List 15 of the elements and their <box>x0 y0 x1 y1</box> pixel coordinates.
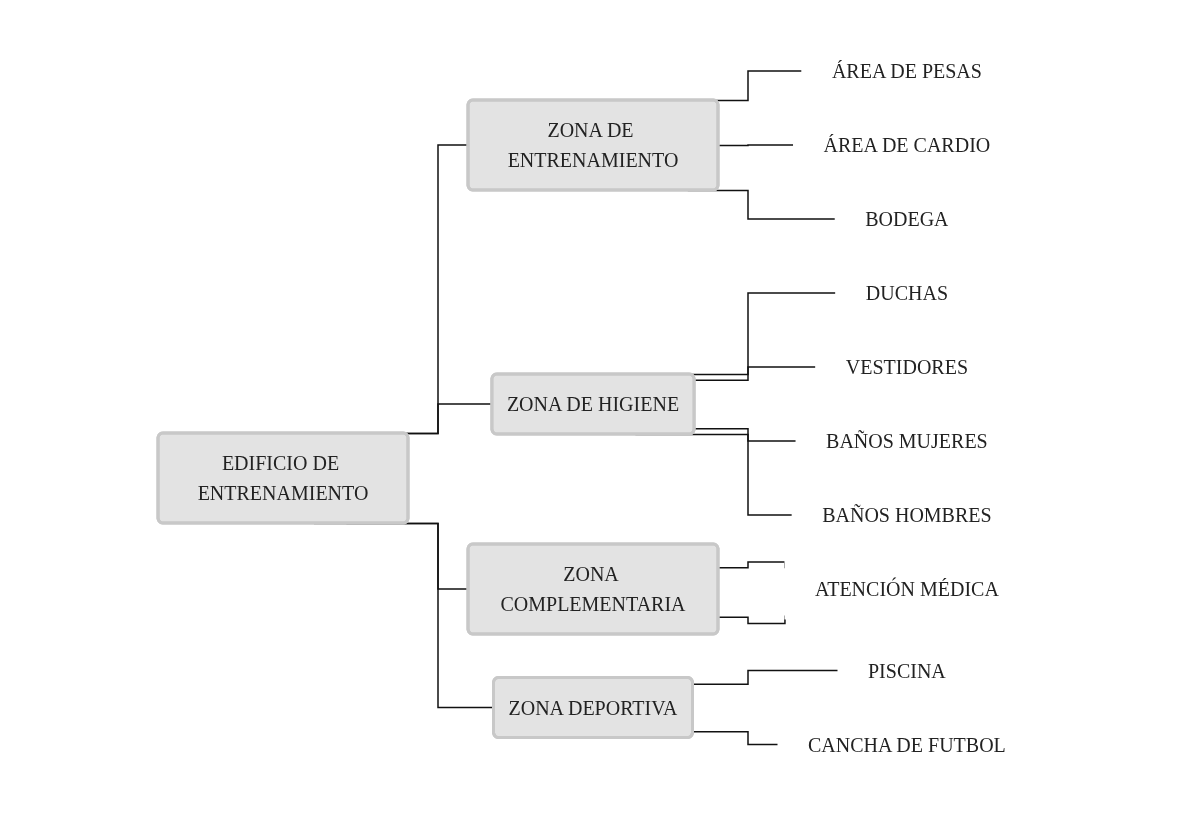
node-text: CANCHA DE FUTBOL <box>807 733 1006 756</box>
node-text: ÁREA DE PESAS <box>831 59 982 82</box>
node-text: BAÑOS HOMBRES <box>821 503 992 526</box>
node-text: BAÑOS MUJERES <box>825 429 988 452</box>
node-text: PISCINA <box>867 659 946 682</box>
node-text: DUCHAS <box>865 281 948 304</box>
connector <box>693 366 817 381</box>
node-text: VESTIDORES <box>845 355 968 378</box>
node-text: ÁREA DE CARDIO <box>823 133 990 156</box>
connector <box>717 614 786 624</box>
connector <box>717 144 794 146</box>
node-text: ATENCIÓN MÉDICA <box>814 577 999 600</box>
connector <box>693 427 797 442</box>
connector <box>717 561 786 569</box>
node-text: BODEGA <box>864 207 949 230</box>
